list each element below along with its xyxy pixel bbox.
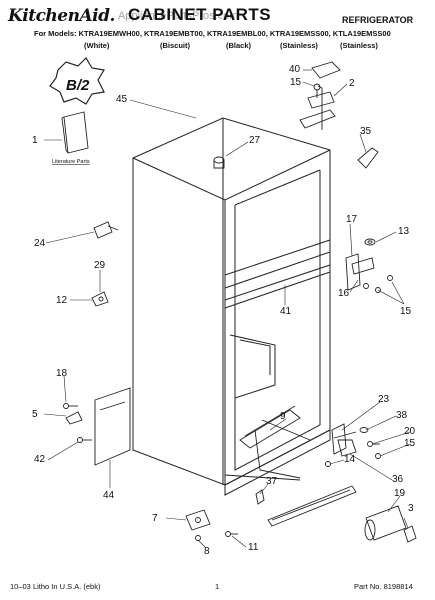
cabinet-body (132, 117, 331, 496)
callout-41: 41 (280, 306, 292, 317)
callout-44: 44 (103, 490, 115, 501)
color-biscuit: (Biscuit) (160, 41, 190, 50)
clip-5 (65, 411, 83, 425)
callout-15-top: 15 (290, 77, 302, 88)
watermark: AppliancePartsPros.com (118, 10, 239, 22)
brand-logo: KitchenAid. (8, 6, 115, 26)
part-37 (255, 489, 265, 505)
part-36 (337, 439, 357, 457)
callout-24: 24 (34, 238, 46, 249)
toe-grille-rail (267, 485, 357, 527)
screw-15-lower (375, 453, 381, 459)
callout-45: 45 (116, 94, 128, 105)
callout-23: 23 (378, 394, 390, 405)
appliance-type: REFRIGERATOR (342, 15, 414, 25)
screw-42 (77, 437, 92, 443)
color-stainless-1: (Stainless) (280, 41, 318, 50)
top-hinge-assembly (299, 61, 341, 130)
literature-label: Literature Parts (52, 159, 90, 165)
color-white: (White) (84, 41, 110, 50)
callout-12: 12 (56, 295, 68, 306)
callout-8: 8 (204, 546, 210, 557)
side-panel-44 (94, 387, 131, 466)
callout-14: 14 (344, 454, 356, 465)
leveling-foot-7 (403, 525, 417, 543)
callout-15-right: 15 (400, 306, 412, 317)
models-line: For Models: KTRA19EMWH00, KTRA19EMBT00, … (34, 29, 391, 38)
color-black: (Black) (226, 41, 252, 50)
compressor-tube-9 (239, 405, 311, 479)
bracket-35 (357, 147, 379, 169)
screw-14 (325, 461, 331, 467)
screws-15-right (363, 275, 393, 293)
callout-40: 40 (289, 64, 301, 75)
callout-1: 1 (32, 135, 38, 146)
bracket-23 (331, 423, 357, 455)
callout-11: 11 (248, 542, 259, 553)
callout-27: 27 (249, 135, 261, 146)
hinge-pin-24 (93, 221, 119, 239)
leveling-roller-19 (364, 505, 407, 541)
callout-3: 7 (152, 513, 158, 524)
callout-19: 19 (394, 488, 406, 499)
badge-b2-icon (49, 57, 105, 105)
callout-16: 16 (338, 288, 350, 299)
footer-litho: 10–03 Litho In U.S.A. (ebk) (10, 582, 101, 591)
screw-8 (195, 535, 201, 541)
washer-38 (359, 427, 369, 433)
callout-18: 18 (56, 368, 68, 379)
screw-18 (63, 403, 78, 409)
footer-page-number: 1 (215, 582, 220, 591)
callout-29: 29 (94, 260, 106, 271)
callout-2: 2 (349, 78, 355, 89)
callout-5: 5 (32, 409, 38, 420)
color-stainless-2: (Stainless) (340, 41, 378, 50)
footer-part-number: Part No. 8198814 (354, 582, 413, 591)
callout-35: 35 (360, 126, 372, 137)
callout-37: 37 (266, 476, 278, 487)
hinge-bracket-17 (345, 253, 375, 291)
plug-27 (213, 156, 225, 169)
callout-20: 20 (404, 426, 416, 437)
callout-7: 3 (408, 503, 414, 514)
callout-36: 36 (392, 474, 404, 485)
callout-42: 42 (34, 454, 46, 465)
page-title: CABINET PARTS (128, 5, 272, 24)
callout-numbers: 40 15 2 45 35 1 27 24 17 13 29 12 41 16 … (32, 64, 416, 557)
callout-13: 13 (398, 226, 410, 237)
screw-15-top (313, 83, 321, 98)
clip-12 (91, 291, 109, 307)
callout-38: 38 (396, 410, 408, 421)
literature-booklet-icon (61, 111, 89, 154)
callout-17: 17 (346, 214, 358, 225)
callout-15-lower: 15 (404, 438, 416, 449)
washer-13 (364, 238, 376, 246)
callout-9: 9 (280, 411, 286, 422)
badge-text: B/2 (66, 77, 90, 94)
screw-11 (225, 531, 238, 537)
bracket-3 (185, 509, 211, 531)
leader-lines (43, 69, 411, 549)
